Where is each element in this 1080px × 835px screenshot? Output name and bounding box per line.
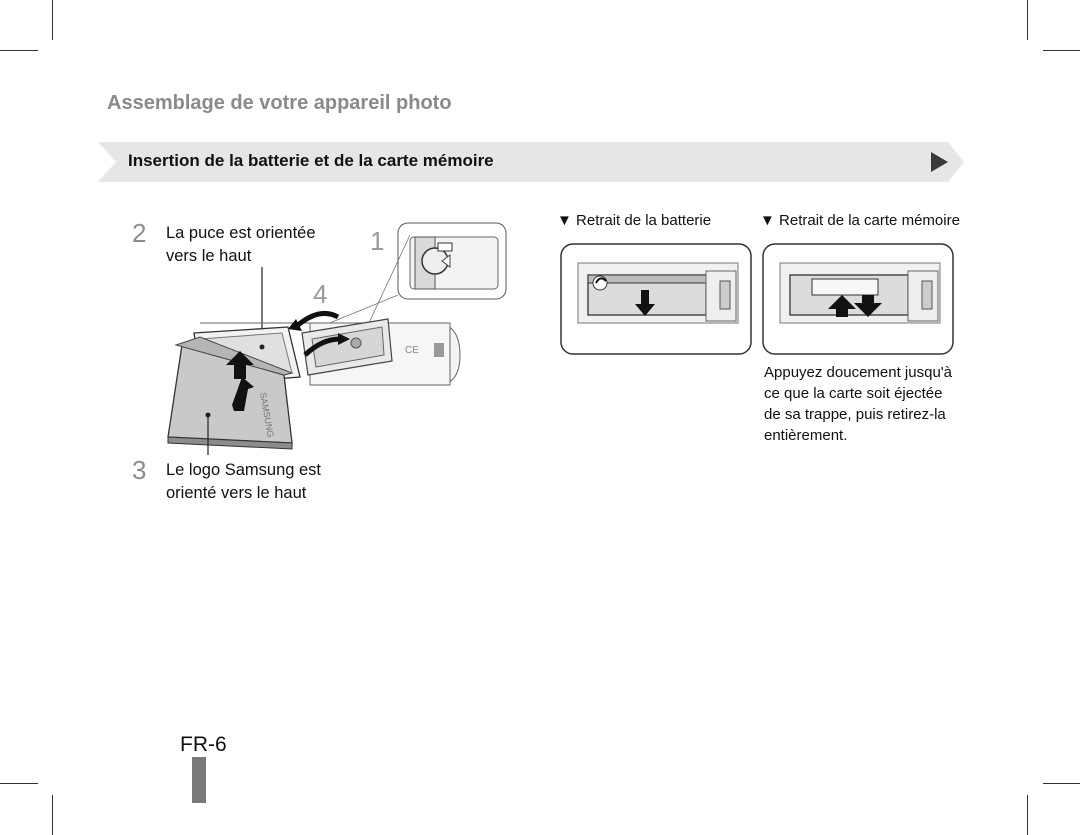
crop-mark bbox=[0, 783, 38, 784]
note-line: ce que la carte soit éjectée bbox=[764, 385, 943, 402]
card-removal-note: Appuyez doucement jusqu'à ce que la cart… bbox=[764, 362, 952, 446]
callout-4: 4 bbox=[313, 279, 328, 309]
crop-mark bbox=[1027, 795, 1028, 835]
crop-mark bbox=[52, 795, 53, 835]
step-number-2: 2 bbox=[132, 218, 147, 248]
note-line: entièrement. bbox=[764, 427, 848, 444]
card-removal-illustration bbox=[762, 243, 954, 355]
play-arrow-icon bbox=[931, 152, 948, 172]
step-3-line-2: orienté vers le haut bbox=[166, 484, 307, 502]
battery-removal-illustration bbox=[560, 243, 752, 355]
crop-mark bbox=[52, 0, 53, 40]
crop-mark bbox=[0, 50, 38, 51]
note-line: Appuyez doucement jusqu'à bbox=[764, 364, 952, 381]
step-3-text: Le logo Samsung est orienté vers le haut bbox=[166, 459, 321, 505]
step-2-line-2: vers le haut bbox=[166, 247, 252, 265]
crop-mark bbox=[1027, 0, 1028, 40]
page-title: Assemblage de votre appareil photo bbox=[107, 92, 452, 114]
callout-1: 1 bbox=[370, 226, 385, 256]
svg-text:CE: CE bbox=[405, 345, 419, 356]
step-2-text: La puce est orientée vers le haut bbox=[166, 222, 316, 268]
crop-mark bbox=[1043, 783, 1080, 784]
card-removal-label: ▼ Retrait de la carte mémoire bbox=[760, 212, 960, 229]
step-number-3: 3 bbox=[132, 455, 147, 485]
battery-insertion-illustration: CE SAMSUNG bbox=[167, 222, 507, 455]
battery-removal-label: ▼ Retrait de la batterie bbox=[557, 212, 712, 229]
page-tab-marker bbox=[192, 757, 206, 803]
note-line: de sa trappe, puis retirez-la bbox=[764, 406, 946, 423]
step-2-line-1: La puce est orientée bbox=[166, 224, 316, 242]
crop-mark bbox=[1043, 50, 1080, 51]
section-heading: Insertion de la batterie et de la carte … bbox=[128, 151, 494, 170]
step-3-line-1: Le logo Samsung est bbox=[166, 461, 322, 479]
page-number: FR-6 bbox=[180, 733, 227, 756]
section-banner bbox=[98, 142, 964, 182]
